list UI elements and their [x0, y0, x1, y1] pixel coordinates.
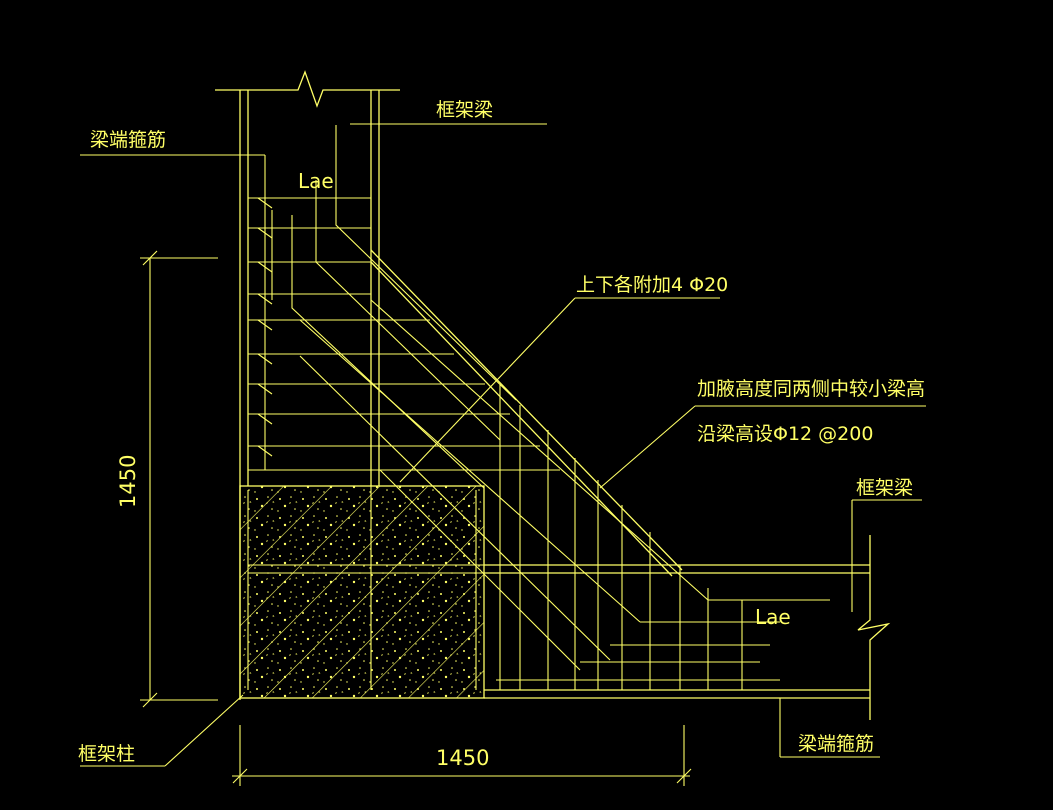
label-along-beam-note: 沿梁高设Φ12 @200 — [697, 423, 873, 445]
leader-lines — [80, 123, 926, 767]
label-frame-column: 框架柱 — [78, 743, 135, 765]
dimension-vertical-value: 1450 — [116, 455, 140, 508]
label-frame-beam-right: 框架梁 — [856, 477, 913, 499]
horizontal-dimension — [232, 725, 692, 786]
label-add-rebar-note: 上下各附加4 Φ20 — [576, 274, 728, 296]
right-beam — [484, 500, 891, 720]
label-frame-beam-top: 框架梁 — [436, 99, 493, 121]
haunch-vertical-ties — [499, 384, 743, 690]
label-beam-end-stirrup-top: 梁端箍筋 — [90, 129, 166, 151]
frame-column-section — [239, 485, 485, 699]
label-beam-end-stirrup-bottom: 梁端箍筋 — [798, 733, 874, 755]
stirrup-legs — [257, 155, 273, 470]
label-haunch-height-note: 加腋高度同两侧中较小梁高 — [697, 378, 925, 400]
dimension-horizontal-value: 1450 — [436, 746, 489, 770]
upper-beam-stirrups — [248, 197, 560, 471]
label-lae-right: Lae — [755, 605, 791, 629]
label-lae-top: Lae — [298, 169, 334, 193]
vertical-dimension — [140, 250, 218, 708]
